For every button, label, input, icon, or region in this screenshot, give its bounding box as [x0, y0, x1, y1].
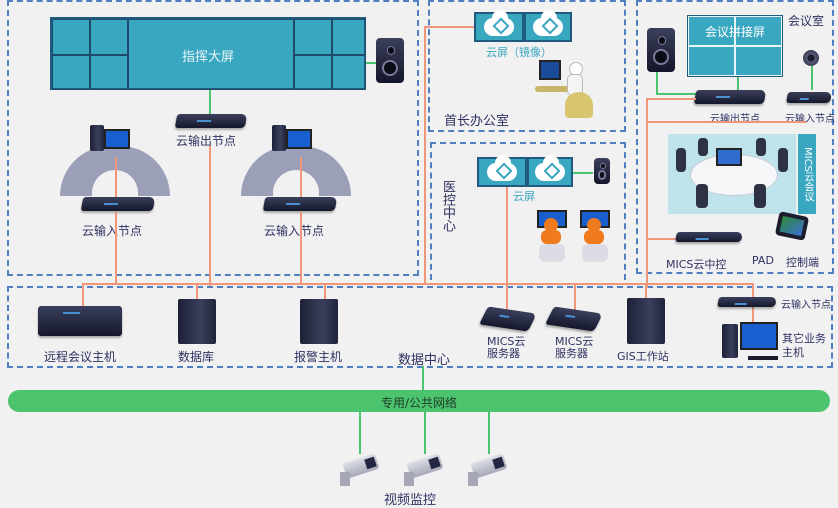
cloud-icon	[484, 10, 514, 36]
command-hall-zone	[7, 0, 419, 276]
chief-office-zone	[428, 0, 626, 132]
cloud-screen-1	[477, 155, 527, 187]
private-public-network-bar: 专用/公共网络	[8, 390, 830, 412]
operator-icon	[535, 210, 571, 266]
data-center-input-node-device	[717, 297, 777, 307]
meeting-input-node-device	[786, 92, 832, 103]
video-surveillance-label: 视频监控	[384, 493, 437, 508]
other-business-host-icon	[722, 322, 780, 364]
output-node-label: 云输出节点	[176, 134, 237, 148]
device-label-mics-server-2: MICS云 服务器	[555, 335, 594, 360]
cloud-screen-mirror-2	[524, 10, 572, 42]
chief-office-label: 首长办公室	[444, 114, 510, 129]
mics-central-control-device	[675, 232, 743, 242]
workstation-pc-icon	[272, 125, 316, 157]
remote-conference-host-device	[38, 306, 122, 336]
meeting-input-node-label: 云输入节点	[785, 114, 835, 125]
workstation-pc-icon	[90, 125, 134, 157]
splice-screen-label: 会议拼接屏	[704, 25, 765, 39]
data-center-label: 数据中心	[398, 353, 451, 368]
mics-conference-image	[668, 134, 796, 214]
operator-icon	[578, 210, 614, 266]
device-label-other-business-host: 其它业务 主机	[782, 332, 826, 359]
meeting-splice-screen: 会议拼接屏	[687, 15, 783, 77]
device-label-remote-conference-host: 远程会议主机	[44, 350, 117, 364]
meeting-output-node-device	[693, 90, 767, 104]
medical-control-zone	[430, 142, 626, 280]
cloud-screen-mirror-label: 云屏（镜像）	[486, 46, 552, 59]
input-node-right-label: 云输入节点	[264, 224, 325, 238]
cloud-icon	[535, 155, 565, 181]
mics-central-control-label: MICS云中控	[666, 258, 727, 271]
speaker-icon	[647, 28, 675, 72]
output-node-device	[174, 114, 248, 128]
medical-control-label: 医控中心	[440, 180, 455, 232]
cloud-icon	[533, 10, 563, 36]
meeting-room-zone	[636, 0, 834, 274]
device-label-gis-workstation: GIS工作站	[617, 350, 669, 363]
speaker-icon	[594, 158, 610, 184]
input-node-left-label: 云输入节点	[82, 224, 143, 238]
control-terminal-label: 控制端	[786, 256, 819, 269]
input-node-left-device	[80, 197, 156, 211]
mics-conference-label: MICS云会议	[798, 134, 816, 214]
data-center-zone	[7, 286, 833, 368]
office-user-icon	[535, 58, 595, 122]
device-label-mics-server-1: MICS云 服务器	[487, 335, 526, 360]
meeting-output-node-label: 云输出节点	[710, 114, 760, 125]
database-server-icon	[178, 299, 216, 344]
device-label-alarm-host: 报警主机	[294, 350, 343, 364]
webcam-icon	[803, 50, 819, 66]
device-label-database: 数据库	[178, 350, 215, 364]
command-big-screen: 指挥大屏	[50, 17, 366, 90]
speaker-icon	[376, 38, 404, 83]
alarm-host-server-icon	[300, 299, 338, 344]
big-screen-label: 指挥大屏	[181, 50, 234, 65]
gis-workstation-icon	[627, 298, 665, 344]
cloud-screen-2	[527, 155, 573, 187]
cloud-screen-mirror-1	[474, 10, 524, 42]
network-label: 专用/公共网络	[380, 396, 458, 410]
input-node-right-device	[262, 197, 338, 211]
cloud-icon	[487, 155, 517, 181]
cloud-screen-label: 云屏	[513, 190, 535, 203]
meeting-room-label: 会议室	[788, 14, 825, 28]
data-center-input-node-label: 云输入节点	[781, 300, 831, 311]
pad-label: PAD	[752, 254, 774, 267]
